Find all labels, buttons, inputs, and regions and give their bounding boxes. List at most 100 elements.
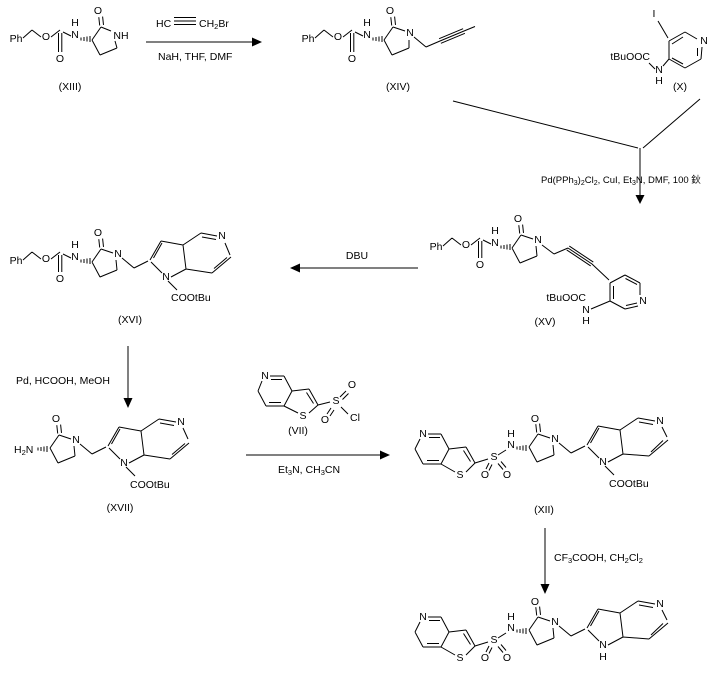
- atom-n: N: [363, 29, 371, 41]
- atom-o: O: [321, 414, 329, 426]
- reagent-hc: HC: [156, 18, 172, 30]
- reaction-step-2-coupling: Pd(PPh3)2Cl2, CuI, Et3N, DMF, 100 鈥: [452, 98, 701, 204]
- atom-h: H: [363, 17, 371, 29]
- atom-n: N: [406, 27, 414, 39]
- group-cootbu: COOtBu: [171, 292, 211, 304]
- compound-label-xv: (XV): [535, 316, 556, 328]
- reaction-step-3-cyclization: DBU: [290, 250, 418, 273]
- atom-o: O: [481, 469, 489, 481]
- atom-o: O: [94, 227, 102, 239]
- atom-n: N: [114, 248, 122, 260]
- compound-xvi: Ph O O H N O N N N COOtBu (XVI): [10, 227, 232, 326]
- compound-xvii: H2N O N N N COOtBu (XVII): [14, 413, 190, 514]
- atom-n: N: [419, 611, 427, 623]
- atom-i: I: [653, 8, 656, 20]
- atom-n: N: [700, 35, 708, 47]
- compound-x: I N tBuOOC N H (X): [610, 8, 707, 93]
- atom-o: O: [481, 652, 489, 664]
- atom-n: N: [534, 234, 542, 246]
- atom-n: N: [218, 230, 226, 242]
- compound-label-xiv: (XIV): [386, 81, 410, 93]
- reagent-step1-base: NaH, THF, DMF: [158, 51, 232, 63]
- reagent-sulfonylation: Et3N, CH3CN: [278, 464, 340, 477]
- atom-n: N: [599, 456, 607, 468]
- atom-n: N: [71, 29, 79, 41]
- compound-label-xii: (XII): [534, 504, 554, 516]
- atom-h: H: [507, 611, 515, 623]
- reaction-step-6-boc-removal: CF3COOH, CH2Cl2: [540, 528, 643, 594]
- atom-o: O: [52, 413, 60, 425]
- atom-s: S: [490, 634, 497, 646]
- atom-o: O: [462, 239, 470, 251]
- converging-lines: [452, 98, 701, 196]
- triple-bond: [174, 17, 196, 25]
- atom-o: O: [514, 213, 522, 225]
- atom-n: N: [551, 616, 559, 628]
- reagent-dbu: DBU: [346, 250, 368, 262]
- atom-n: N: [656, 415, 664, 427]
- atom-h: H: [71, 17, 79, 29]
- arrowhead: [123, 398, 133, 408]
- atom-s: S: [490, 451, 497, 463]
- atom-o: O: [42, 253, 50, 265]
- group-cootbu: COOtBu: [130, 479, 170, 491]
- reaction-step-5-sulfonylation: Et3N, CH3CN: [246, 450, 390, 477]
- compound-vii: N S S O O Cl (VII): [257, 370, 360, 437]
- atom-o: O: [56, 273, 64, 285]
- atom-s: S: [299, 410, 306, 422]
- bonds: [414, 600, 669, 656]
- group-ph: Ph: [302, 33, 315, 45]
- arrowhead: [540, 584, 550, 594]
- atom-h: H: [491, 225, 499, 237]
- reaction-step-1: HC CH2Br NaH, THF, DMF: [146, 17, 262, 63]
- atom-h: H: [582, 315, 590, 327]
- bonds: [648, 20, 703, 70]
- bonds: [22, 16, 118, 56]
- atom-o: O: [94, 5, 102, 17]
- group-cootbu: COOtBu: [609, 478, 649, 490]
- atom-o: O: [348, 379, 356, 391]
- arrowhead: [380, 450, 390, 460]
- atom-n: N: [261, 370, 269, 382]
- atom-nh: NH: [113, 30, 128, 42]
- bonds: [414, 417, 669, 476]
- compound-label-xiii: (XIII): [59, 81, 82, 93]
- reagent-coupling: Pd(PPh3)2Cl2, CuI, Et3N, DMF, 100 鈥: [541, 174, 701, 187]
- compound-label-xvii: (XVII): [107, 502, 134, 514]
- group-ph: Ph: [10, 255, 23, 267]
- bonds: [257, 375, 349, 417]
- atom-o: O: [476, 259, 484, 271]
- atom-n: N: [507, 439, 515, 451]
- reaction-step-4-hydrogenolysis: Pd, HCOOH, MeOH: [16, 346, 133, 408]
- group-ph: Ph: [430, 241, 443, 253]
- reagent-boc-removal: CF3COOH, CH2Cl2: [554, 552, 643, 565]
- atom-o: O: [56, 53, 64, 65]
- atom-n: N: [639, 295, 647, 307]
- atom-o: O: [386, 5, 394, 17]
- atom-n: N: [507, 622, 515, 634]
- group-h2n: H2N: [14, 444, 33, 457]
- bonds: [22, 232, 232, 291]
- atom-o: O: [334, 31, 342, 43]
- atom-n: N: [599, 639, 607, 651]
- atom-o: O: [503, 469, 511, 481]
- atom-n: N: [72, 434, 80, 446]
- compound-label-xvi: (XVI): [118, 314, 142, 326]
- compound-xiii: Ph O O H N O NH (XIII): [10, 5, 129, 93]
- atom-o: O: [503, 652, 511, 664]
- atom-s: S: [332, 395, 339, 407]
- atom-n: N: [419, 428, 427, 440]
- compound-label-vii: (VII): [288, 425, 308, 437]
- bonds: [442, 224, 641, 310]
- atom-n: N: [551, 433, 559, 445]
- atom-o: O: [531, 413, 539, 425]
- arrowhead: [290, 263, 300, 273]
- group-ph: Ph: [10, 33, 23, 45]
- group-tbuooc: tBuOOC: [610, 51, 650, 63]
- compound-xiv: Ph O O H N O N (XIV): [302, 5, 476, 93]
- atom-n: N: [120, 457, 128, 469]
- atom-n: N: [177, 416, 185, 428]
- compound-label-x: (X): [673, 81, 687, 93]
